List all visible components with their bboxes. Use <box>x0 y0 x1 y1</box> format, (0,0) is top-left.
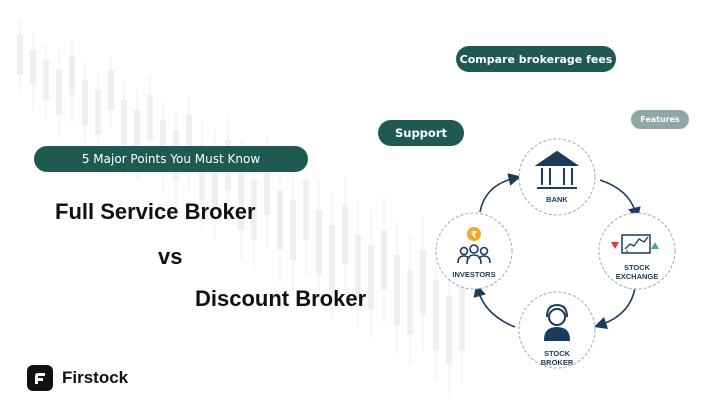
down-arrow-icon <box>611 242 619 249</box>
stock-broker-label-line1: STOCK <box>543 349 571 358</box>
stock-exchange-label: STOCK EXCHANGE <box>612 263 662 281</box>
features-button[interactable]: Features <box>631 110 689 129</box>
bank-label: BANK <box>546 195 568 204</box>
headline-full-service-broker: Full Service Broker <box>55 199 256 224</box>
stock-chart-icon <box>621 234 651 254</box>
brand-name: Firstock <box>62 368 129 387</box>
bank-node <box>518 138 596 216</box>
stock-broker-label: STOCK BROKER <box>532 349 582 367</box>
svg-text:₹: ₹ <box>471 231 477 241</box>
brand-logo[interactable]: Firstock <box>27 365 128 391</box>
firstock-logo-icon <box>27 365 53 391</box>
rupee-coin-icon: ₹ <box>467 227 481 241</box>
support-button[interactable]: Support <box>378 120 464 146</box>
stock-exchange-node <box>598 212 676 290</box>
points-banner: 5 Major Points You Must Know <box>34 146 308 172</box>
stock-exchange-label-line1: STOCK <box>623 263 651 272</box>
broker-flow-diagram: ₹ BANK STOCK EXCHANGE STOCK BROKER INVES… <box>420 130 720 405</box>
headset-person-icon <box>543 303 571 341</box>
stock-exchange-label-line2: EXCHANGE <box>615 272 659 281</box>
flow-arrows <box>473 173 641 330</box>
investors-label: INVESTORS <box>452 270 496 279</box>
compare-brokerage-fees-button[interactable]: Compare brokerage fees <box>456 46 616 72</box>
headline-vs: vs <box>158 244 183 269</box>
investors-icon <box>457 244 491 265</box>
stock-broker-node <box>518 291 596 369</box>
up-arrow-icon <box>651 242 659 249</box>
flow-diagram-graphic: ₹ <box>435 138 676 369</box>
investors-node: ₹ <box>435 212 513 290</box>
headline-discount-broker: Discount Broker <box>195 286 367 311</box>
stock-broker-label-line2: BROKER <box>540 358 574 367</box>
bank-icon <box>534 150 580 189</box>
